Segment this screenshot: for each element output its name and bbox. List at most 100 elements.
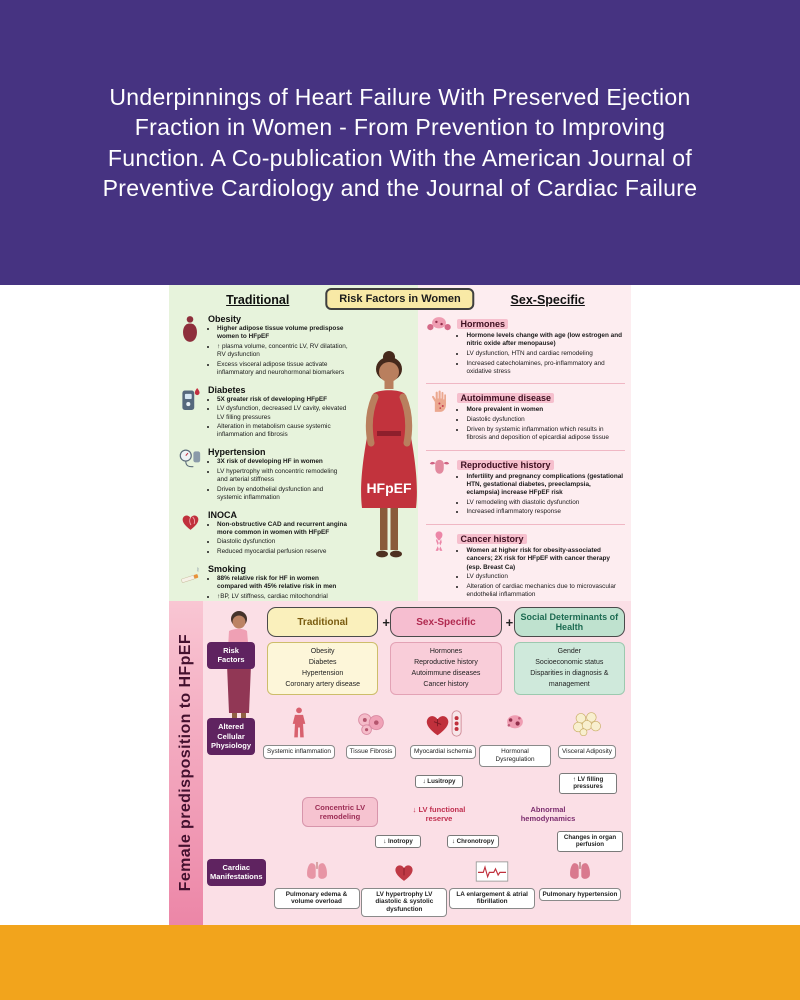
sex-specific-column: Sex-Specific Hormones Hormone levels cha… <box>418 285 631 601</box>
risk-bullets: 3X risk of developing HF in women LV hyp… <box>217 458 348 502</box>
risk-bullet: Diastolic dysfunction <box>466 416 625 424</box>
risk-item-title: Smoking <box>208 563 247 574</box>
page-title: Underpinnings of Heart Failure With Pres… <box>102 83 698 201</box>
cardiac-item-pulmonary-edema: Pulmonary edema & volume overload <box>273 859 360 917</box>
hand-icon <box>426 388 452 443</box>
header-sex-specific: Sex-Specific <box>390 607 502 637</box>
list-item: Obesity <box>310 648 335 655</box>
altered-item-visceral-adiposity: Visceral Adiposity <box>551 704 623 766</box>
risk-bullet: 5X greater risk of developing HFpEF <box>217 396 348 404</box>
ovary-icon <box>501 704 529 742</box>
altered-label: Myocardial ischemia <box>410 745 476 760</box>
risk-bullet: More prevalent in women <box>466 406 625 414</box>
category-header-row: Traditional + Sex-Specific + Social Dete… <box>267 607 625 637</box>
altered-item-tissue-fibrosis: Tissue Fibrosis <box>335 704 407 766</box>
heart-icon <box>392 859 416 885</box>
bp-monitor-icon <box>177 447 203 503</box>
cardiac-items: Pulmonary edema & volume overload LV hyp… <box>272 859 626 917</box>
list-item: Reproductive history <box>414 658 478 666</box>
list-item: Diabetes <box>308 658 337 666</box>
plus-sign: + <box>382 614 390 630</box>
figure-area: Risk Factors in Women Traditional Obesit… <box>0 285 800 925</box>
risk-bullets: Hormone levels change with age (low estr… <box>466 332 625 376</box>
risk-factors-banner: Risk Factors in Women <box>325 288 475 310</box>
risk-bullets: 5X greater risk of developing HFpEF LV d… <box>217 396 348 440</box>
infographic: Risk Factors in Women Traditional Obesit… <box>169 285 631 925</box>
risk-item-diabetes: Diabetes 5X greater risk of developing H… <box>177 385 412 441</box>
social-risk-box: Gender Socioeconomic status Disparities … <box>513 642 625 696</box>
risk-item-title: Cancer history <box>457 534 527 545</box>
risk-bullet: Alteration in metabolism cause systemic … <box>217 423 348 439</box>
risk-bullet: ↑ plasma volume, concentric LV, RV dilat… <box>217 343 348 359</box>
lungs-icon <box>304 859 330 885</box>
cardiac-item-pulmonary-hypertension: Pulmonary hypertension <box>537 859 623 917</box>
lusitropy-chip: ↓ Lusitropy <box>415 774 463 789</box>
risk-bullet: LV remodeling with diastolic dysfunction <box>466 499 625 507</box>
risk-bullet: Reduced myocardial perfusion reserve <box>217 548 348 556</box>
list-item: Cancer history <box>423 680 469 688</box>
risk-bullet: Alteration of cardiac mechanics due to m… <box>466 583 625 599</box>
risk-bullets: Women at higher risk for obesity-associa… <box>466 547 625 599</box>
cardiac-item-la-enlargement: LA enlargement & atrial fibrillation <box>449 859 536 917</box>
cardiac-label: Pulmonary edema & volume overload <box>273 887 360 910</box>
risk-item-title: Obesity <box>208 314 242 324</box>
body-icon <box>290 704 308 742</box>
risk-item-title: Hormones <box>457 319 508 329</box>
hfpef-label: HFpEF <box>366 480 412 496</box>
risk-bullet: LV hypertrophy with concentric remodelin… <box>217 468 348 484</box>
risk-item-title: Reproductive history <box>457 459 554 470</box>
plus-sign: + <box>505 614 514 630</box>
cigarette-icon <box>177 564 203 601</box>
risk-bullets: More prevalent in women Diastolic dysfun… <box>466 406 625 442</box>
risk-bullet: Higher adipose tissue volume predispose … <box>217 325 348 341</box>
list-item: Autoimmune diseases <box>411 669 481 677</box>
obesity-icon <box>177 314 203 379</box>
cells-icon <box>356 704 386 742</box>
list-item: Gender <box>557 648 581 655</box>
risk-bullet: Excess visceral adipose tissue activate … <box>217 361 348 377</box>
altered-physiology-row: Altered Cellular Physiology Systemic inf… <box>207 704 625 767</box>
inotropy-chip: ↓ Inotropy <box>375 834 421 849</box>
altered-label: Visceral Adiposity <box>558 745 616 760</box>
cardiac-label: Pulmonary hypertension <box>538 887 622 902</box>
heart-icon <box>177 510 203 558</box>
risk-item-hypertension: Hypertension 3X risk of developing HF in… <box>177 447 412 503</box>
header-social-determinants: Social Determinants of Health <box>513 607 625 637</box>
risk-item-hormones: Hormones Hormone levels change with age … <box>426 314 625 377</box>
risk-bullet: LV dysfunction, HTN and cardiac remodeli… <box>466 350 625 358</box>
altered-item-hormonal-dysregulation: Hormonal Dysregulation <box>479 704 551 767</box>
row-label-risk-factors: Risk Factors <box>207 642 255 669</box>
ovaries-icon <box>426 314 452 377</box>
list-item: Disparities in diagnosis & management <box>530 669 609 688</box>
risk-bullet: 3X risk of developing HF in women <box>217 458 348 466</box>
list-item: Coronary artery disease <box>285 680 361 688</box>
altered-items: Systemic inflammation Tissue Fibrosis <box>261 704 625 767</box>
cardiac-label: LA enlargement & atrial fibrillation <box>449 887 536 910</box>
vertical-strip: Female predisposition to HFpEF <box>169 601 203 925</box>
altered-label: Hormonal Dysregulation <box>479 745 551 767</box>
risk-bullets: Infertility and pregnancy complications … <box>466 473 625 517</box>
row-label-altered: Altered Cellular Physiology <box>207 718 255 755</box>
list-item: Socioeconomic status <box>535 658 604 666</box>
risk-item-smoking: Smoking 88% relative risk for HF in wome… <box>177 564 412 601</box>
traditional-heading: Traditional <box>226 293 290 307</box>
predisposition-panel: Female predisposition to HFpEF <box>169 601 631 925</box>
risk-bullet: Non-obstructive CAD and recurrent angina… <box>217 521 348 537</box>
risk-bullet: Driven by systemic inflammation which re… <box>466 426 625 442</box>
risk-bullet: Increased inflammatory response <box>466 508 625 516</box>
ecg-icon <box>475 859 509 885</box>
title-band: Underpinnings of Heart Failure With Pres… <box>0 0 800 285</box>
risk-bullet: LV dysfunction, decreased LV cavity, ele… <box>217 405 348 421</box>
footer-band <box>0 925 800 1000</box>
risk-bullet: Hormone levels change with age (low estr… <box>466 332 625 348</box>
altered-item-myocardial-ischemia: Myocardial ischemia <box>407 704 479 766</box>
chronotropy-chip: ↓ Chronotropy <box>447 834 499 849</box>
risk-item-cancer: Cancer history Women at higher risk for … <box>426 524 625 601</box>
risk-bullet: Increased catecholamines, pro-inflammato… <box>466 360 625 376</box>
risk-factors-panel: Risk Factors in Women Traditional Obesit… <box>169 285 631 601</box>
lv-filling-pressures-chip: ↑ LV filling pressures <box>559 772 617 794</box>
ribbon-icon <box>426 529 452 601</box>
abnormal-hemodynamics: Abnormal hemodynamics <box>520 804 576 823</box>
risk-item-reproductive: Reproductive history Infertility and pre… <box>426 449 625 518</box>
